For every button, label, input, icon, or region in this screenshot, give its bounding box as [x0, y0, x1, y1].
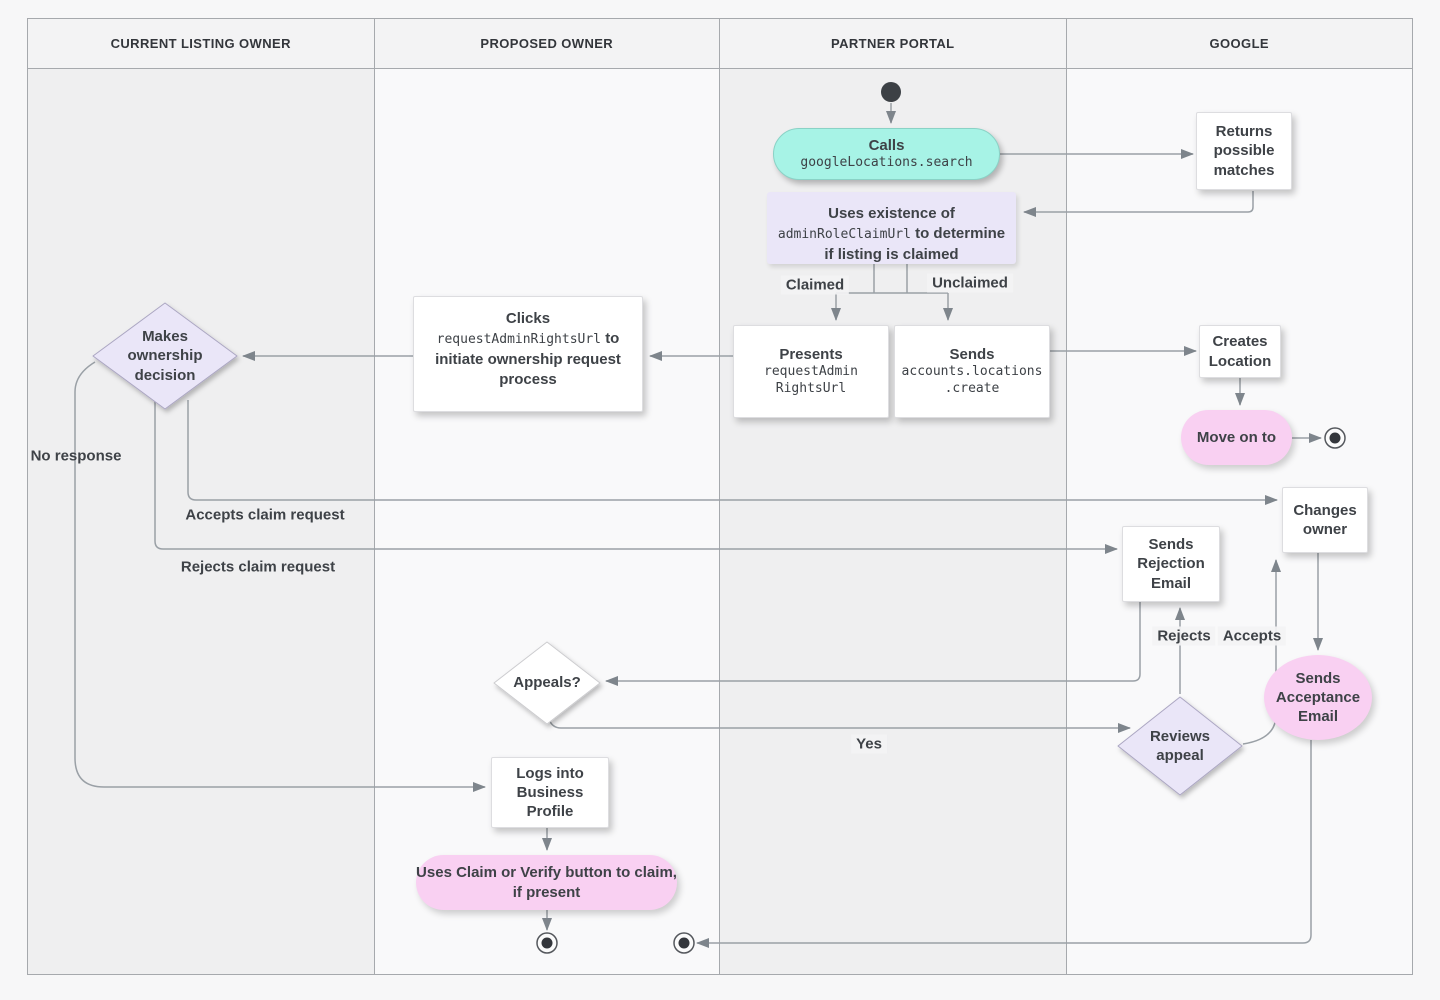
lane-title: CURRENT LISTING OWNER — [110, 36, 291, 51]
node-logs-into-business-profile: Logs into Business Profile — [491, 757, 609, 828]
node-title: Creates Location — [1208, 333, 1272, 370]
node-makes-ownership-decision-label: Makes ownership decision — [105, 324, 225, 388]
node-reviews-appeal-label: Reviews appeal — [1125, 726, 1235, 766]
node-title: Calls — [868, 137, 905, 155]
node-title: Changes owner — [1293, 501, 1357, 538]
edge-label-accepts: Accepts — [1217, 626, 1287, 646]
node-appeals-label: Appeals? — [492, 668, 602, 698]
lane-header: PARTNER PORTAL — [720, 19, 1066, 69]
node-sends-accounts-locations-create: Sends accounts.locations​.create — [894, 325, 1050, 418]
lane-header: GOOGLE — [1066, 19, 1412, 69]
node-title: Logs into Business Profile — [516, 764, 584, 821]
node-code: requestAdmin​RightsUrl — [764, 364, 858, 397]
node-clicks-requestadminrightsurl: Clicks requestAdminRightsUrl to initiate… — [413, 296, 643, 412]
node-sends-acceptance-email: Sends Acceptance Email — [1264, 655, 1372, 740]
node-calls-googlelocations-search: Calls googleLocations.search — [773, 128, 1000, 180]
lane-header: PROPOSED OWNER — [374, 19, 719, 69]
node-title: Sends Acceptance Email — [1275, 669, 1361, 726]
edge-label-rejects: Rejects — [1152, 626, 1216, 646]
node-presents-requestadminrightsurl: Presents requestAdmin​RightsUrl — [733, 325, 889, 418]
lane-current-listing-owner: CURRENT LISTING OWNER — [28, 19, 374, 974]
lane-title: GOOGLE — [1209, 36, 1269, 51]
node-title: Uses Claim or Verify button to claim, if… — [416, 864, 677, 901]
node-returns-possible-matches: Returns possible matches — [1196, 112, 1292, 190]
lane-title: PARTNER PORTAL — [830, 36, 955, 51]
edge-label-claimed: Claimed — [780, 275, 850, 295]
lane-body — [374, 69, 719, 974]
node-uses-claim-or-verify-button: Uses Claim or Verify button to claim, if… — [416, 855, 677, 910]
node-text: Clicks — [505, 310, 551, 327]
lane-proposed-owner: PROPOSED OWNER — [373, 19, 719, 974]
node-code: googleLocations.search — [800, 155, 973, 171]
lane-title: PROPOSED OWNER — [480, 36, 614, 51]
node-title: Makes ownership decision — [127, 327, 203, 384]
node-text: to determine if listing is claimed — [824, 225, 1006, 263]
edge-label-no-response: No response — [30, 447, 122, 465]
node-code: accounts.locations​.create — [901, 364, 1043, 397]
lane-header: CURRENT LISTING OWNER — [28, 19, 374, 69]
node-title: Appeals? — [513, 674, 581, 692]
node-creates-location: Creates Location — [1199, 325, 1281, 378]
node-title: Move on to — [1196, 428, 1277, 446]
edge-label-yes: Yes — [851, 734, 887, 754]
node-title: Returns possible matches — [1213, 123, 1275, 179]
node-sends-rejection-email: Sends Rejection Email — [1122, 526, 1220, 602]
node-changes-owner: Changes owner — [1282, 487, 1368, 553]
node-code: requestAdminRightsUrl — [436, 332, 602, 348]
node-title: Reviews appeal — [1149, 727, 1211, 765]
edge-label-accepts-claim-request: Accepts claim request — [185, 506, 345, 524]
node-uses-existence-adminroleclaimurl: Uses existence of adminRoleClaimUrl to d… — [767, 192, 1016, 264]
node-title: Presents — [779, 346, 843, 364]
node-title: Sends — [949, 346, 995, 364]
edge-label-rejects-claim-request: Rejects claim request — [180, 558, 336, 576]
node-code: adminRoleClaimUrl — [777, 227, 911, 243]
node-text: Uses existence of — [828, 205, 955, 222]
node-move-on-to: Move on to — [1181, 410, 1292, 465]
edge-label-unclaimed: Unclaimed — [927, 273, 1013, 293]
node-title: Sends Rejection Email — [1137, 536, 1205, 592]
